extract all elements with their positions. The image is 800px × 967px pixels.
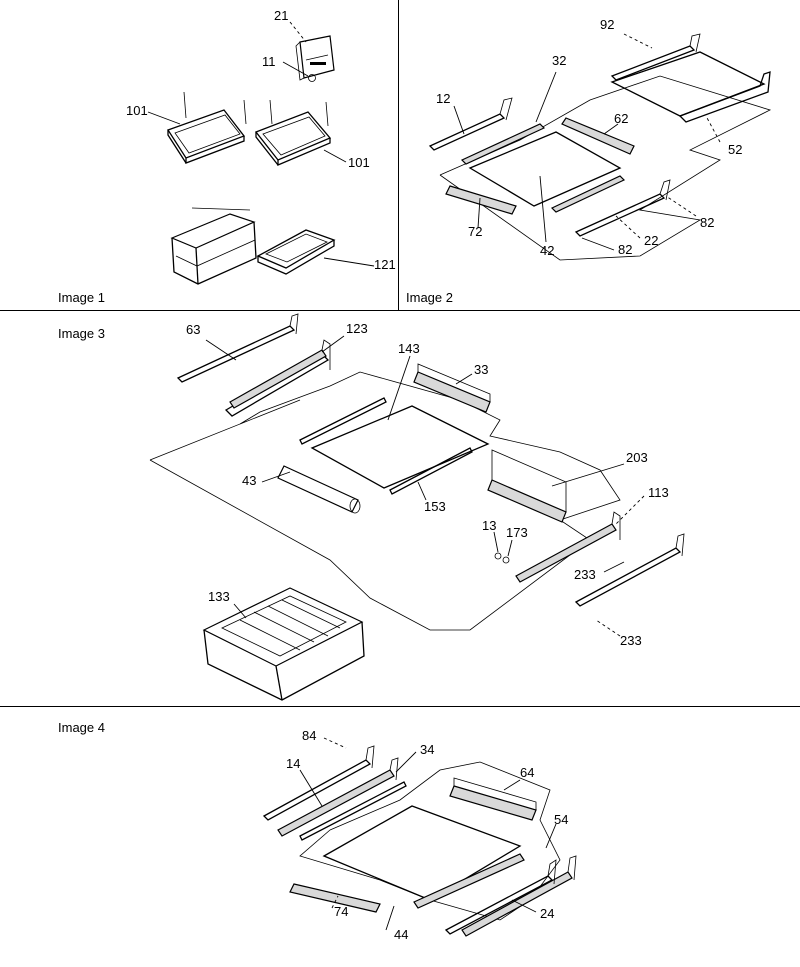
callout-233-upper: 233 — [574, 567, 596, 582]
callout-42: 42 — [540, 243, 555, 258]
callout-113: 113 — [648, 485, 669, 500]
callout-133: 133 — [208, 589, 230, 604]
callout-72: 72 — [468, 224, 483, 239]
callout-11: 11 — [262, 54, 276, 69]
callout-13: 13 — [482, 518, 497, 533]
horizontal-divider-top — [0, 310, 800, 311]
callout-173: 173 — [506, 525, 528, 540]
callout-82-lower: 82 — [618, 242, 633, 257]
callout-52: 52 — [728, 142, 743, 157]
callout-62: 62 — [614, 111, 629, 126]
callout-33: 33 — [474, 362, 489, 377]
panel-2-artwork — [428, 33, 772, 261]
panel-1-label: Image 1 — [58, 290, 105, 305]
vertical-divider — [398, 0, 399, 310]
panel-4-label: Image 4 — [58, 720, 105, 735]
callout-143: 143 — [398, 341, 420, 356]
callout-123: 123 — [346, 321, 368, 336]
callout-233-lower: 233 — [620, 633, 642, 648]
panel-1-artwork — [147, 21, 375, 285]
callout-82-upper: 82 — [700, 215, 715, 230]
callout-101-right: 101 — [348, 155, 370, 170]
callout-84: 84 — [302, 728, 317, 743]
callout-101-left: 101 — [126, 103, 148, 118]
callout-24: 24 — [540, 906, 555, 921]
callout-34: 34 — [420, 742, 435, 757]
callout-92: 92 — [600, 17, 615, 32]
panel-3-label: Image 3 — [58, 326, 105, 341]
callout-14: 14 — [286, 756, 301, 771]
callout-44: 44 — [394, 927, 409, 942]
callout-153: 153 — [424, 499, 446, 514]
callout-74: 74 — [334, 904, 349, 919]
panel-3-artwork — [149, 313, 685, 701]
horizontal-divider-bottom — [0, 706, 800, 707]
callout-22: 22 — [644, 233, 659, 248]
callout-21: 21 — [274, 8, 289, 23]
callout-121: 121 — [374, 257, 396, 272]
callout-63: 63 — [186, 322, 201, 337]
callout-203: 203 — [626, 450, 648, 465]
callout-54: 54 — [554, 812, 569, 827]
callout-32: 32 — [552, 53, 567, 68]
callout-43: 43 — [242, 473, 257, 488]
panel-2-label: Image 2 — [406, 290, 453, 305]
callout-12: 12 — [436, 91, 451, 106]
callout-64: 64 — [520, 765, 535, 780]
panel-4-artwork — [262, 737, 577, 937]
